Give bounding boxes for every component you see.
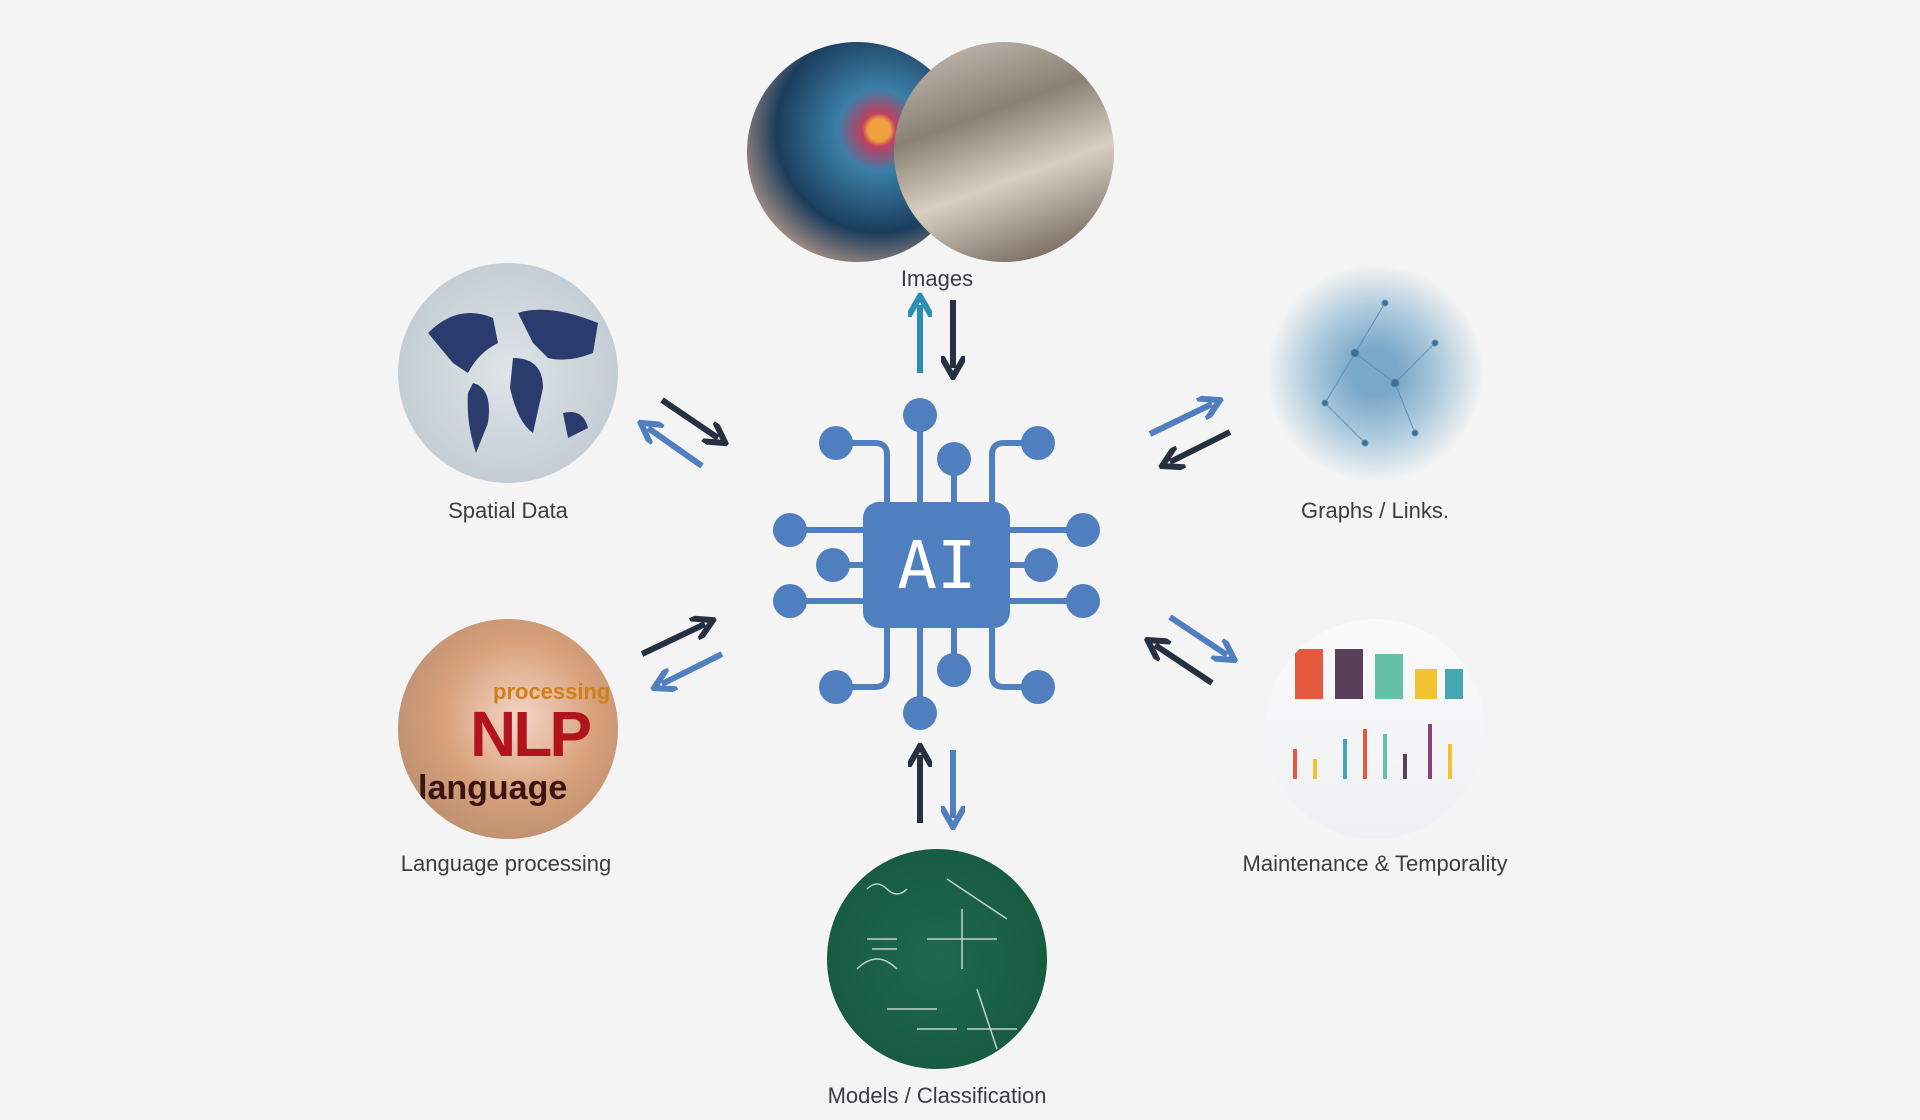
arrow-from-spatial: [660, 397, 718, 438]
ai-label: AI: [897, 527, 976, 604]
arrow-from-maintenance: [1155, 645, 1214, 686]
world-map-icon: [428, 309, 598, 453]
arrow-from-language: [640, 624, 705, 657]
node-label-spatial: Spatial Data: [448, 498, 568, 523]
maintenance-charts-image: [1265, 619, 1485, 839]
bar-chart-icon: [1293, 649, 1463, 779]
arrow-to-spatial: [648, 428, 704, 469]
arrow-to-graphs: [1148, 404, 1212, 437]
images-object-detection-photo: [894, 42, 1114, 262]
graphs-network-image: [1265, 263, 1485, 483]
node-label-images: Images: [900, 266, 974, 291]
node-label-maintenance: Maintenance & Temporality: [1242, 851, 1508, 876]
node-label-language: Language processing: [400, 851, 612, 876]
chalkboard-math-icon: [856, 878, 1017, 1050]
language-wordcloud-image: NLP language processing: [398, 619, 618, 839]
arrow-from-graphs: [1170, 429, 1232, 462]
models-chalkboard-image: [827, 849, 1047, 1069]
network-graph-icon: [1321, 299, 1439, 447]
node-label-models: Models / Classification: [827, 1083, 1047, 1108]
processing-word: processing: [493, 679, 611, 704]
spatial-world-map-image: [398, 263, 618, 483]
ai-chip-icon: AI: [773, 398, 1100, 730]
node-label-graphs: Graphs / Links.: [1301, 498, 1449, 523]
arrow-to-maintenance: [1168, 614, 1227, 655]
nlp-word: NLP: [470, 698, 592, 770]
arrow-to-language: [662, 651, 724, 684]
language-word: language: [418, 769, 568, 807]
